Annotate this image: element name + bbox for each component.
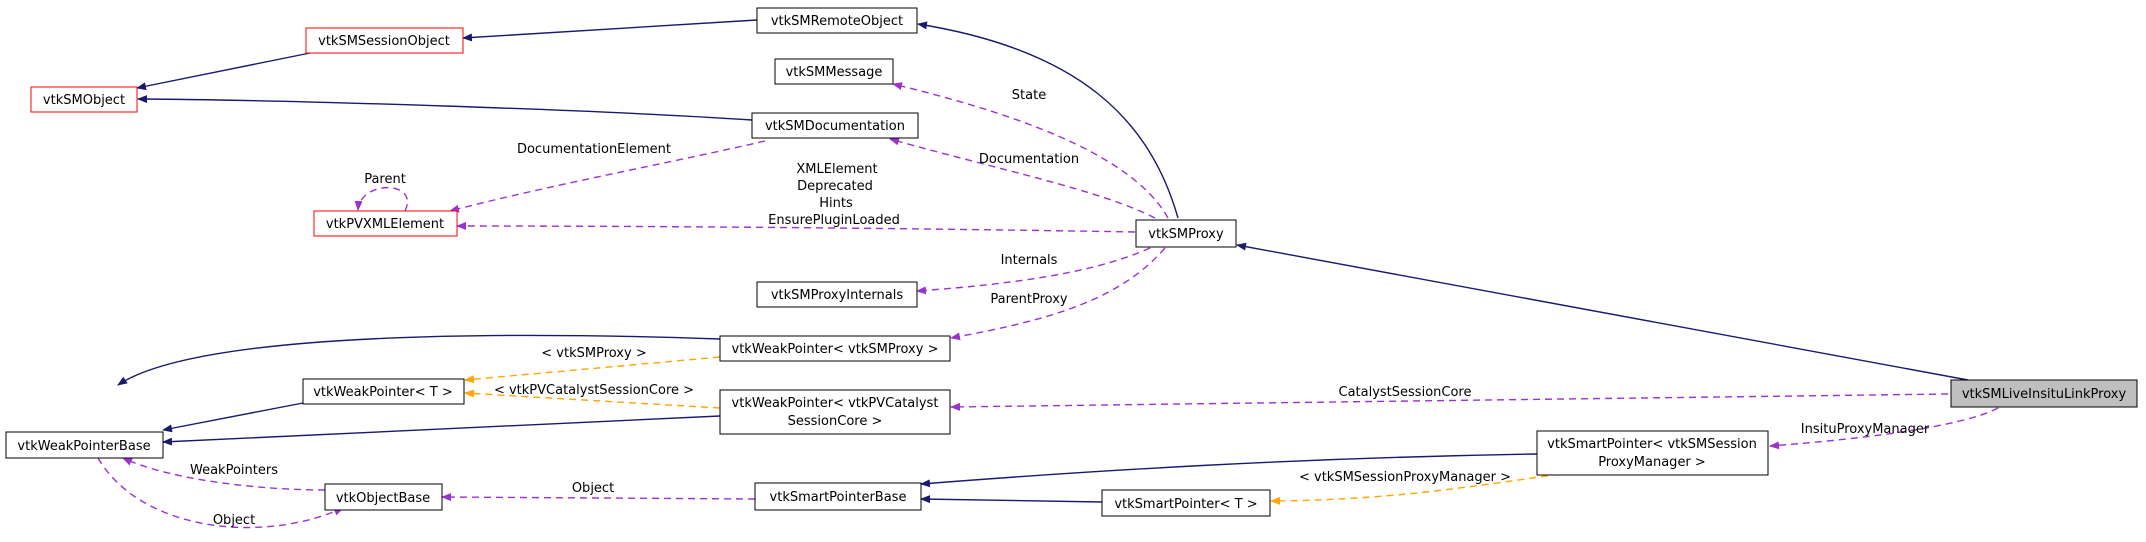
edge-object-1 <box>441 493 756 502</box>
svg-text:vtkSmartPointer< T >: vtkSmartPointer< T > <box>1114 497 1257 512</box>
label-xml-element-1: XMLElement <box>796 162 877 177</box>
svg-text:vtkWeakPointer< vtkSMProxy >: vtkWeakPointer< vtkSMProxy > <box>732 342 939 357</box>
edge-parent-proxy <box>950 247 1166 341</box>
label-tpl-catalyst: < vtkPVCatalystSessionCore > <box>494 383 694 398</box>
edge-xml-element <box>456 222 1136 233</box>
edge-state <box>892 82 1169 219</box>
nodes: vtkSMRemoteObject vtkSMSessionObject vtk… <box>5 7 2138 517</box>
svg-text:vtkSMObject: vtkSMObject <box>43 93 125 108</box>
edge-weakptrproxy-to-weakbase <box>117 334 721 386</box>
edge-weak-pointers <box>122 457 326 491</box>
label-catalyst-session-core: CatalystSessionCore <box>1339 385 1472 400</box>
label-parent-proxy: ParentProxy <box>990 292 1068 307</box>
node-vtkweakpointer-t[interactable]: vtkWeakPointer< T > <box>302 378 465 405</box>
svg-text:vtkSMSessionObject: vtkSMSessionObject <box>318 34 450 49</box>
node-vtksmmessage[interactable]: vtkSMMessage <box>774 58 894 85</box>
edge-parent-self <box>354 186 408 212</box>
svg-text:vtkWeakPointerBase: vtkWeakPointerBase <box>17 439 150 454</box>
node-vtksmobject[interactable]: vtkSMObject <box>30 86 138 113</box>
label-object-2: Object <box>213 513 255 528</box>
node-vtkobjectbase[interactable]: vtkObjectBase <box>324 483 443 511</box>
label-tpl-session-pm: < vtkSMSessionProxyManager > <box>1299 470 1511 485</box>
edge-object-2 <box>97 457 344 529</box>
node-vtkweakpointer-catalyst[interactable]: vtkWeakPointer< vtkPVCatalyst SessionCor… <box>719 389 951 435</box>
edge-catalyst-session-core <box>950 393 1949 411</box>
node-vtksmliveinsitulinkproxy[interactable]: vtkSMLiveInsituLinkProxy <box>1950 379 2138 408</box>
edge-smartt-to-smartbase <box>920 495 1103 504</box>
label-object-1: Object <box>572 481 614 496</box>
label-internals: Internals <box>1001 253 1058 268</box>
label-state: State <box>1012 88 1046 103</box>
label-weak-pointers: WeakPointers <box>190 463 278 478</box>
node-vtksmartpointerbase[interactable]: vtkSmartPointerBase <box>754 482 922 511</box>
svg-text:vtkPVXMLElement: vtkPVXMLElement <box>326 217 444 232</box>
edge-remote-to-sessionobject <box>462 19 758 42</box>
label-insitu-proxy-manager: InsituProxyManager <box>1801 422 1930 437</box>
svg-text:ProxyManager >: ProxyManager > <box>1598 455 1706 470</box>
node-vtkpvxmlelement[interactable]: vtkPVXMLElement <box>313 210 458 237</box>
node-vtksmproxy[interactable]: vtkSMProxy <box>1135 219 1237 248</box>
node-vtksmdocumentation[interactable]: vtkSMDocumentation <box>751 112 919 139</box>
edge-insitu-proxy-manager <box>1769 407 1999 450</box>
edge-smproxy-to-remote <box>917 21 1179 219</box>
template-edges <box>464 356 1561 505</box>
usage-edges <box>97 82 1999 529</box>
edge-documentation-to-smobject <box>137 95 753 121</box>
svg-text:vtkSMProxyInternals: vtkSMProxyInternals <box>771 288 903 303</box>
edge-smartsession-to-smartbase <box>920 453 1538 488</box>
svg-text:vtkSMRemoteObject: vtkSMRemoteObject <box>771 14 903 29</box>
edge-documentation-element <box>449 140 766 213</box>
svg-text:SessionCore >: SessionCore > <box>788 414 883 429</box>
edge-weakptrt-to-weakbase <box>162 402 304 433</box>
svg-text:vtkSMDocumentation: vtkSMDocumentation <box>765 119 905 134</box>
edge-sessionobject-to-smobject <box>136 52 311 91</box>
edge-tpl-session-pm <box>1270 473 1561 505</box>
svg-text:vtkObjectBase: vtkObjectBase <box>336 491 430 506</box>
node-vtksmremoteobject[interactable]: vtkSMRemoteObject <box>756 7 918 34</box>
node-vtksmsessionobject[interactable]: vtkSMSessionObject <box>305 27 464 54</box>
label-documentation: Documentation <box>979 152 1079 167</box>
svg-text:vtkWeakPointer< vtkPVCatalyst: vtkWeakPointer< vtkPVCatalyst <box>732 396 939 411</box>
node-vtksmproxyinternals[interactable]: vtkSMProxyInternals <box>756 281 918 308</box>
svg-text:vtkSmartPointerBase: vtkSmartPointerBase <box>770 490 907 505</box>
svg-text:vtkSmartPointer< vtkSMSession: vtkSmartPointer< vtkSMSession <box>1547 437 1757 452</box>
label-xml-element-3: Hints <box>819 196 853 211</box>
label-parent: Parent <box>364 172 406 187</box>
svg-text:vtkWeakPointer< T >: vtkWeakPointer< T > <box>313 385 453 400</box>
node-vtkweakpointerbase[interactable]: vtkWeakPointerBase <box>5 431 164 459</box>
svg-text:vtkSMProxy: vtkSMProxy <box>1148 227 1224 242</box>
edge-labels: State Documentation DocumentationElement… <box>190 88 1930 528</box>
edge-tpl-catalyst <box>464 389 721 409</box>
label-documentation-element: DocumentationElement <box>517 142 671 157</box>
edge-liveinsitu-to-smproxy <box>1236 242 1969 381</box>
edge-tpl-smproxy <box>464 356 721 384</box>
svg-text:vtkSMMessage: vtkSMMessage <box>786 65 883 80</box>
node-vtkweakpointer-vtksmproxy[interactable]: vtkWeakPointer< vtkSMProxy > <box>719 335 951 362</box>
edge-internals <box>916 247 1151 295</box>
svg-text:vtkSMLiveInsituLinkProxy: vtkSMLiveInsituLinkProxy <box>1962 387 2127 402</box>
label-tpl-smproxy: < vtkSMProxy > <box>541 346 646 361</box>
label-xml-element-4: EnsurePluginLoaded <box>768 213 900 228</box>
edge-documentation <box>889 137 1156 219</box>
node-vtksmartpointer-session-proxy-manager[interactable]: vtkSmartPointer< vtkSMSession ProxyManag… <box>1536 430 1769 476</box>
label-xml-element-2: Deprecated <box>797 179 873 194</box>
node-vtksmartpointer-t[interactable]: vtkSmartPointer< T > <box>1101 489 1271 517</box>
edge-weakptrcatalyst-to-weakbase <box>162 415 721 446</box>
inheritance-edges <box>117 19 1969 504</box>
